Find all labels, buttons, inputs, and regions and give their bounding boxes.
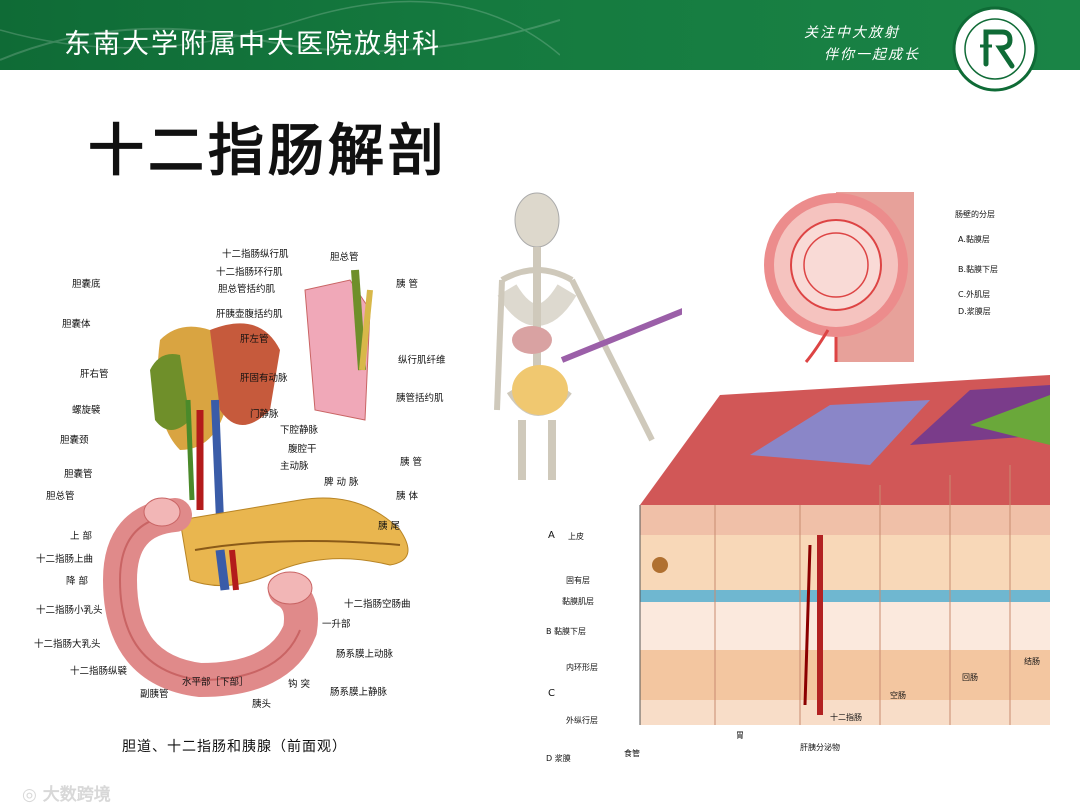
group-a-label: A <box>548 530 555 541</box>
label-pancreatic-duct-sphincter: 胰管括约肌 <box>396 390 444 404</box>
label-uncinate-process: 钩 突 <box>288 676 310 690</box>
label-minor-papilla: 十二指肠小乳头 <box>36 602 103 616</box>
label-aorta: 主动脉 <box>280 458 309 472</box>
label-sup-mesenteric-vein: 肠系膜上静脉 <box>330 684 387 698</box>
label-cystic-duct: 胆囊管 <box>64 466 93 480</box>
label-serosa: D 浆膜 <box>546 753 571 764</box>
label-gallbladder-neck: 胆囊颈 <box>60 432 89 446</box>
slogan-line1: 关注中大放射 <box>804 22 900 42</box>
layer-b: B.黏膜下层 <box>958 264 998 275</box>
label-lamina-propria: 固有层 <box>566 575 590 586</box>
label-splenic-artery: 脾 动 脉 <box>324 474 359 488</box>
label-duodenum: 十二指肠 <box>830 712 862 723</box>
institution-name: 东南大学附属中大医院放射科 <box>64 22 441 61</box>
label-inset-pancreatic-duct: 胰 管 <box>396 276 418 290</box>
label-jejunum: 空肠 <box>890 690 906 701</box>
watermark: ◎ 大数跨境 <box>22 780 111 805</box>
label-ampulla-sphincter: 肝胰壶腹括约肌 <box>216 306 283 320</box>
intestine-cross-section <box>756 190 916 365</box>
group-c-label: C <box>548 688 555 699</box>
label-superior-part: 上 部 <box>70 528 92 542</box>
label-superior-flexure: 十二指肠上曲 <box>36 551 93 565</box>
label-accessory-pancreatic-duct: 副胰管 <box>140 686 169 700</box>
label-inner-circular: 内环形层 <box>566 662 598 673</box>
label-descending-part: 降 部 <box>66 573 88 587</box>
label-spiral-fold: 螺旋襞 <box>72 402 101 416</box>
label-hepatopancreatic-secretion: 肝胰分泌物 <box>800 742 840 753</box>
label-right-hepatic-duct: 肝右管 <box>80 366 109 380</box>
label-outer-longitudinal: 外纵行层 <box>566 715 598 726</box>
label-common-bile-duct: 胆总管 <box>46 488 75 502</box>
label-ileum: 回肠 <box>962 672 978 683</box>
label-pancreatic-duct: 胰 管 <box>400 454 422 468</box>
label-longitudinal-fold: 十二指肠纵襞 <box>70 663 127 677</box>
label-pancreas-head: 胰头 <box>252 696 271 710</box>
label-muscularis-mucosae: 黏膜肌层 <box>562 596 594 607</box>
label-gallbladder-fundus: 胆囊底 <box>72 276 101 290</box>
watermark-logo-icon: ◎ <box>22 785 43 805</box>
label-inset-common-bile-duct: 胆总管 <box>330 249 359 263</box>
label-esophagus: 食管 <box>624 748 640 759</box>
label-duodenal-longitudinal-muscle: 十二指肠纵行肌 <box>222 246 289 260</box>
label-duodenojejunal-flexure: 十二指肠空肠曲 <box>344 596 411 610</box>
hospital-logo <box>952 6 1038 92</box>
label-longitudinal-fibers: 纵行肌纤维 <box>398 352 446 366</box>
slogan-line2: 伴你一起成长 <box>824 44 920 64</box>
layer-d: D.浆膜层 <box>958 306 991 317</box>
label-stomach: 胃 <box>736 730 744 741</box>
page-title: 十二指肠解剖 <box>88 106 448 187</box>
label-proper-hepatic-artery: 肝固有动脉 <box>240 370 288 384</box>
label-celiac-trunk: 腹腔干 <box>288 441 317 455</box>
label-pancreas-body: 胰 体 <box>396 488 418 502</box>
label-gallbladder-body: 胆囊体 <box>62 316 91 330</box>
label-major-papilla: 十二指肠大乳头 <box>34 636 101 650</box>
gi-wall-block-diagram <box>630 375 1060 745</box>
layer-a: A.黏膜层 <box>958 234 990 245</box>
label-sup-mesenteric-artery: 肠系膜上动脉 <box>336 646 393 660</box>
layer-figure-title: 肠壁的分层 <box>955 209 995 220</box>
label-duodenal-circular-muscle: 十二指肠环行肌 <box>216 264 283 278</box>
label-left-hepatic-duct: 肝左管 <box>240 331 269 345</box>
label-horizontal-part: 水平部［下部］ <box>182 674 249 688</box>
label-submucosa: B 黏膜下层 <box>546 626 586 637</box>
label-ascending-part: 一升部 <box>322 616 351 630</box>
label-cbd-sphincter: 胆总管括约肌 <box>218 281 275 295</box>
watermark-text: 大数跨境 <box>43 785 111 805</box>
layer-c: C.外肌层 <box>958 289 990 300</box>
label-ivc: 下腔静脉 <box>280 422 318 436</box>
figure-caption: 胆道、十二指肠和胰腺（前面观） <box>122 736 347 756</box>
label-epithelium: 上皮 <box>568 531 584 542</box>
label-pancreas-tail: 胰 尾 <box>378 518 400 532</box>
header-bar: 东南大学附属中大医院放射科 关注中大放射 伴你一起成长 <box>0 0 1080 70</box>
label-colon: 结肠 <box>1024 656 1040 667</box>
label-portal-vein: 门静脉 <box>250 406 279 420</box>
